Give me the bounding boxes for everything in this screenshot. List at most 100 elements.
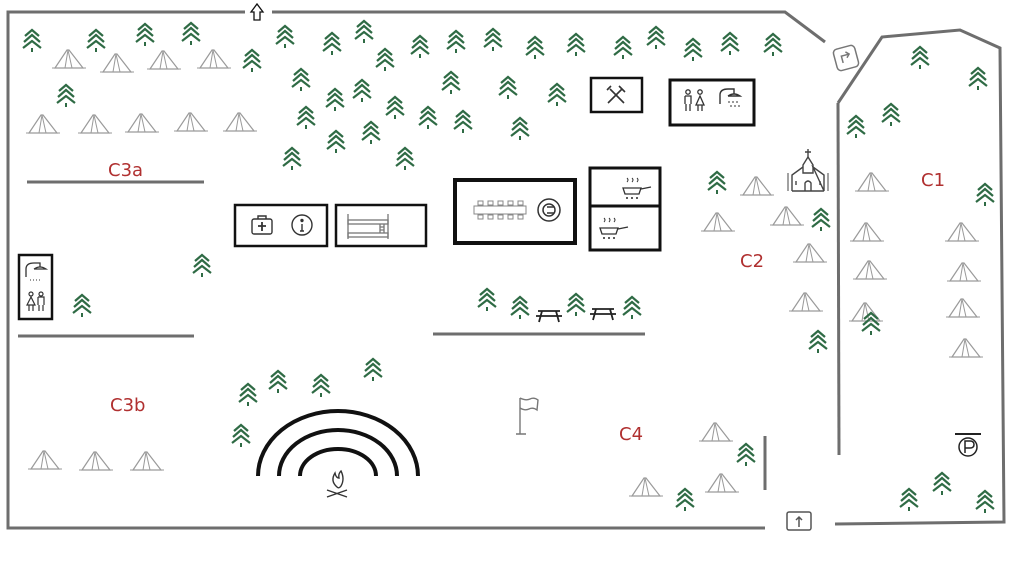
- tent-icon[interactable]: [788, 292, 824, 312]
- zone-label-c3b: C3b: [110, 395, 145, 416]
- tent-icon[interactable]: [78, 451, 114, 471]
- cooking-pan-icon: [622, 177, 652, 199]
- tree-icon: [524, 35, 546, 61]
- toilets-icon: [684, 89, 706, 111]
- tent-icon[interactable]: [739, 176, 775, 196]
- tent-icon[interactable]: [27, 450, 63, 470]
- tree-icon: [735, 442, 757, 468]
- tree-icon: [674, 487, 696, 513]
- tent-icon[interactable]: [700, 212, 736, 232]
- tent-icon[interactable]: [51, 49, 87, 69]
- tree-icon: [362, 357, 384, 383]
- tent-icon[interactable]: [946, 262, 982, 282]
- tree-icon: [310, 373, 332, 399]
- tree-icon: [546, 82, 568, 108]
- tree-icon: [898, 487, 920, 513]
- tent-icon[interactable]: [852, 260, 888, 280]
- chair-icon: [487, 214, 494, 220]
- first-aid-info-building[interactable]: [233, 203, 329, 248]
- tree-icon: [351, 78, 373, 104]
- kitchen-upper-building[interactable]: [588, 166, 662, 208]
- long-table-icon: [473, 200, 527, 220]
- chapel-icon: [787, 149, 829, 192]
- chair-icon: [507, 214, 514, 220]
- tree-icon: [267, 369, 289, 395]
- tree-icon: [295, 105, 317, 131]
- boundary-east: [834, 28, 1006, 526]
- info-icon: [291, 214, 313, 236]
- zone-divider-c1: [836, 102, 841, 456]
- dining-hall-building[interactable]: [453, 178, 577, 245]
- tent-icon[interactable]: [944, 222, 980, 242]
- tree-icon: [565, 32, 587, 58]
- tree-icon: [325, 129, 347, 155]
- tent-icon[interactable]: [124, 113, 160, 133]
- tree-icon: [452, 109, 474, 135]
- tree-icon: [394, 146, 416, 172]
- tree-icon: [807, 329, 829, 355]
- tent-icon[interactable]: [173, 112, 209, 132]
- tent-icon[interactable]: [25, 114, 61, 134]
- tree-icon: [509, 116, 531, 142]
- tree-icon: [71, 293, 93, 319]
- kitchen-lower-building[interactable]: [588, 204, 662, 252]
- tree-icon: [445, 29, 467, 55]
- cooking-pan-icon: [599, 217, 629, 239]
- shower-icon: [719, 88, 743, 107]
- amphitheatre-ring-middle: [277, 428, 399, 477]
- tree-icon: [860, 311, 882, 337]
- south-entrance-icon[interactable]: [786, 511, 812, 531]
- shower-icon: [25, 262, 49, 281]
- tent-icon[interactable]: [628, 477, 664, 497]
- chair-icon: [477, 214, 484, 220]
- tent-icon[interactable]: [196, 49, 232, 69]
- tools-shed-building[interactable]: [589, 76, 644, 114]
- camp-boundary: [6, 10, 1006, 530]
- tree-icon: [974, 182, 996, 208]
- tent-icon[interactable]: [769, 206, 805, 226]
- flag-icon: [516, 397, 539, 435]
- tree-icon: [180, 21, 202, 47]
- tent-icon[interactable]: [698, 422, 734, 442]
- tree-icon: [719, 31, 741, 57]
- tree-icon: [880, 102, 902, 128]
- first-aid-icon: [251, 215, 273, 235]
- tent-icon[interactable]: [704, 473, 740, 493]
- tent-icon[interactable]: [146, 50, 182, 70]
- tree-icon: [360, 120, 382, 146]
- tent-icon[interactable]: [849, 222, 885, 242]
- tree-icon: [762, 32, 784, 58]
- tree-icon: [645, 25, 667, 51]
- zone-label-c1: C1: [921, 170, 945, 191]
- tree-icon: [931, 471, 953, 497]
- tent-icon[interactable]: [99, 53, 135, 73]
- tent-icon[interactable]: [948, 338, 984, 358]
- tent-icon[interactable]: [945, 298, 981, 318]
- bunkhouse-building[interactable]: [334, 203, 428, 248]
- tree-icon: [845, 114, 867, 140]
- tent-icon[interactable]: [129, 451, 165, 471]
- east-entrance-icon[interactable]: [832, 44, 860, 72]
- tree-icon: [509, 295, 531, 321]
- tree-icon: [241, 48, 263, 74]
- amphitheatre-ring-inner: [298, 447, 378, 477]
- toilets-icon: [26, 291, 45, 311]
- tent-icon[interactable]: [792, 243, 828, 263]
- north-entrance-icon[interactable]: [249, 2, 265, 21]
- tent-icon[interactable]: [77, 114, 113, 134]
- tree-icon: [409, 34, 431, 60]
- tent-icon[interactable]: [854, 172, 890, 192]
- chair-icon: [517, 200, 524, 206]
- chair-icon: [487, 200, 494, 206]
- toilets-showers-north-building[interactable]: [668, 78, 756, 127]
- campfire-amphitheatre: [256, 409, 420, 477]
- tent-icon[interactable]: [222, 112, 258, 132]
- tree-icon: [290, 67, 312, 93]
- toilets-showers-west-building[interactable]: [17, 253, 54, 321]
- tree-icon: [353, 19, 375, 45]
- tree-icon: [237, 382, 259, 408]
- tree-icon: [967, 66, 989, 92]
